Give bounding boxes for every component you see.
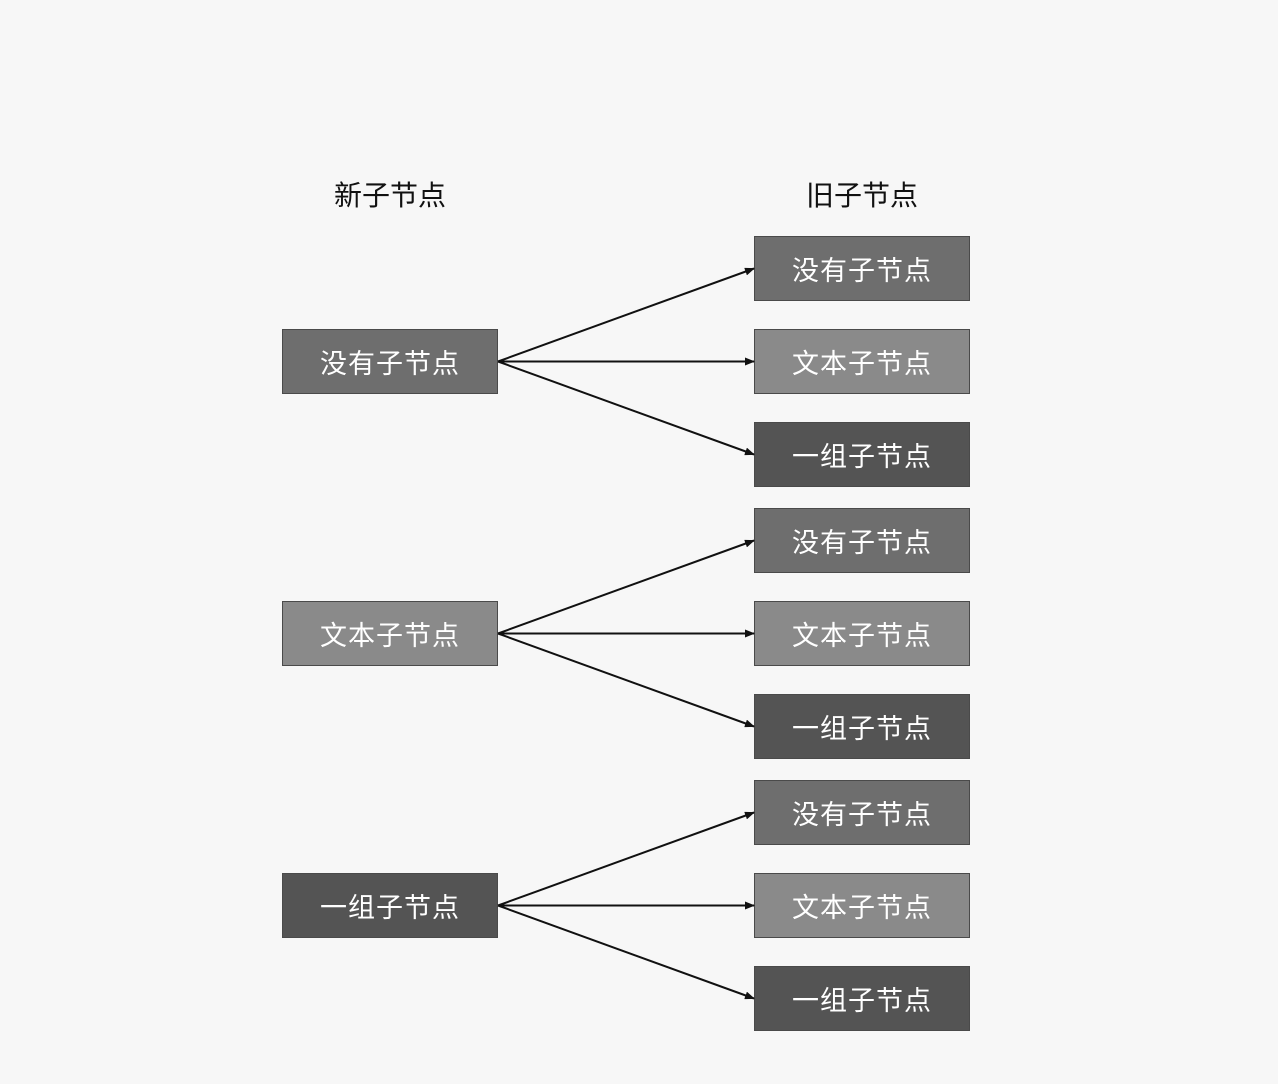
new-node-text-children: 文本子节点 [282, 601, 498, 666]
node-label: 一组子节点 [792, 442, 932, 473]
arrow-text-children-to-no-children [497, 539, 755, 635]
arrow-no-children-to-array-children [497, 360, 755, 456]
node-label: 一组子节点 [792, 714, 932, 745]
node-label: 文本子节点 [792, 893, 932, 924]
old-node-text-children: 文本子节点 [754, 329, 970, 394]
node-label: 没有子节点 [792, 800, 932, 831]
arrow-array-children-to-array-children [497, 904, 755, 1000]
old-node-text-children: 文本子节点 [754, 873, 970, 938]
old-node-text-children: 文本子节点 [754, 601, 970, 666]
old-node-no-children: 没有子节点 [754, 508, 970, 573]
new-children-header: 新子节点 [333, 179, 446, 212]
node-label: 没有子节点 [792, 256, 932, 287]
new-node-array-children: 一组子节点 [282, 873, 498, 938]
old-node-array-children: 一组子节点 [754, 966, 970, 1031]
old-node-no-children: 没有子节点 [754, 236, 970, 301]
old-node-array-children: 一组子节点 [754, 694, 970, 759]
old-children-header: 旧子节点 [805, 179, 918, 212]
old-node-array-children: 一组子节点 [754, 422, 970, 487]
new-node-no-children: 没有子节点 [282, 329, 498, 394]
arrow-array-children-to-no-children [497, 811, 755, 907]
node-label: 文本子节点 [320, 621, 460, 652]
node-label: 文本子节点 [792, 621, 932, 652]
old-node-no-children: 没有子节点 [754, 780, 970, 845]
arrow-text-children-to-array-children [497, 632, 755, 728]
node-label: 没有子节点 [320, 349, 460, 380]
arrow-no-children-to-no-children [497, 267, 755, 363]
node-label: 文本子节点 [792, 349, 932, 380]
node-label: 一组子节点 [320, 893, 460, 924]
node-label: 一组子节点 [792, 986, 932, 1017]
node-label: 没有子节点 [792, 528, 932, 559]
